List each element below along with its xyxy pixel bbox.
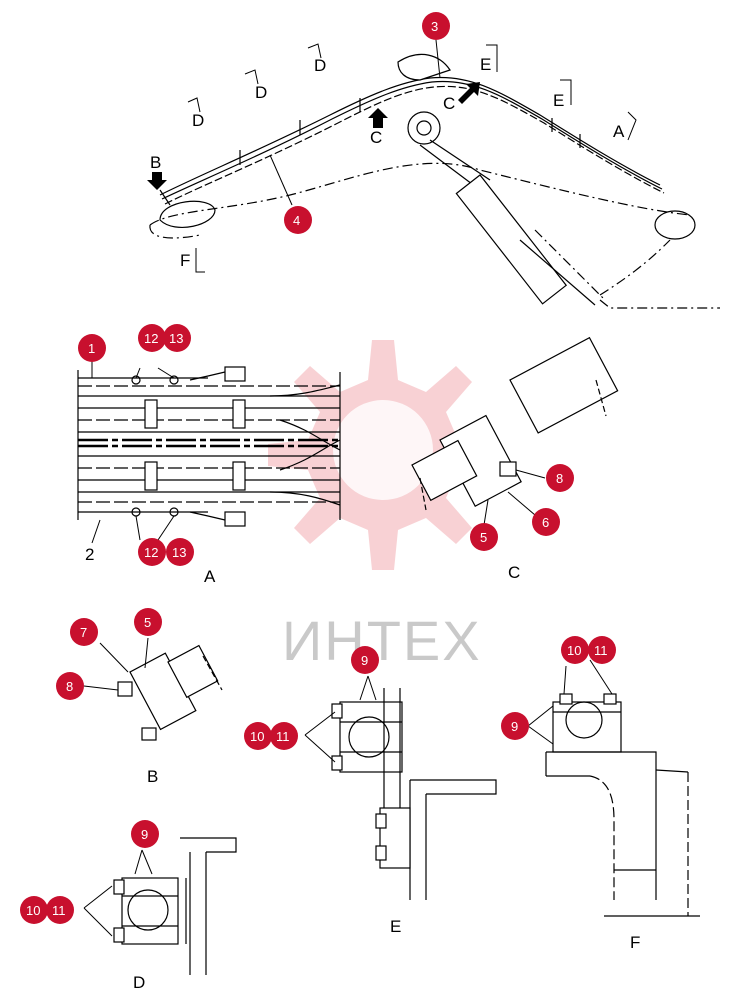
- svg-text:7: 7: [80, 625, 87, 640]
- view-b-drawing: [83, 637, 223, 741]
- callout-7: 7: [70, 618, 98, 646]
- callout-1: 1: [78, 334, 106, 362]
- svg-text:9: 9: [141, 827, 148, 842]
- svg-text:11: 11: [594, 643, 608, 658]
- callout-12-top: 12: [138, 324, 166, 352]
- section-marker-a: [627, 111, 637, 141]
- callout-12-bottom: 12: [138, 538, 166, 566]
- section-marker-d3: [307, 43, 322, 59]
- watermark-text: ИНТЕХ: [282, 609, 482, 672]
- section-label-e2: E: [553, 91, 564, 110]
- arrow-label-b: B: [150, 153, 161, 172]
- callout-5-b: 5: [134, 608, 162, 636]
- view-c-drawing: [411, 336, 619, 526]
- section-label-e1: E: [480, 55, 491, 74]
- callout-13-bottom: 13: [166, 538, 194, 566]
- view-label-b: B: [147, 767, 158, 786]
- callout-5-c: 5: [470, 523, 498, 551]
- view-arrow-c-right-icon: [458, 82, 480, 104]
- section-label-f: F: [180, 251, 190, 270]
- callout-8-c: 8: [546, 464, 574, 492]
- svg-text:13: 13: [172, 545, 186, 560]
- section-label-d3: D: [314, 56, 326, 75]
- view-d-drawing: [83, 837, 237, 975]
- part-label-2: 2: [85, 545, 94, 564]
- section-marker-d1: [187, 97, 201, 113]
- callout-6: 6: [532, 508, 560, 536]
- callout-9-d: 9: [131, 820, 159, 848]
- svg-text:5: 5: [144, 615, 151, 630]
- svg-text:9: 9: [511, 719, 518, 734]
- callout-3: 3: [422, 12, 450, 40]
- svg-text:13: 13: [169, 331, 183, 346]
- section-marker-e1: [486, 44, 498, 72]
- view-a-drawing: [77, 360, 341, 541]
- view-label-f: F: [630, 933, 640, 952]
- svg-text:10: 10: [250, 729, 264, 744]
- section-label-a: A: [613, 122, 625, 141]
- arrow-label-c-left: C: [370, 128, 382, 147]
- svg-text:8: 8: [66, 679, 73, 694]
- svg-text:5: 5: [480, 530, 487, 545]
- callout-9-e: 9: [351, 646, 379, 674]
- callout-10-f: 10: [561, 636, 589, 664]
- svg-text:11: 11: [52, 903, 66, 918]
- callout-10-e: 10: [244, 722, 272, 750]
- callout-11-e: 11: [270, 722, 298, 750]
- svg-text:8: 8: [556, 471, 563, 486]
- view-label-e: E: [390, 917, 401, 936]
- section-label-d2: D: [255, 83, 267, 102]
- svg-text:6: 6: [542, 515, 549, 530]
- svg-text:12: 12: [144, 331, 158, 346]
- view-label-c: C: [508, 563, 520, 582]
- callout-13-top: 13: [163, 324, 191, 352]
- callout-10-d: 10: [20, 896, 48, 924]
- section-label-d1: D: [192, 111, 204, 130]
- view-f-drawing: [527, 659, 700, 917]
- section-marker-f: [195, 248, 205, 273]
- svg-text:11: 11: [276, 729, 290, 744]
- callout-11-d: 11: [46, 896, 74, 924]
- view-arrow-c-left-icon: [368, 108, 388, 128]
- boom-assembly: [149, 39, 720, 309]
- view-label-d: D: [133, 973, 145, 992]
- view-e-drawing: [304, 675, 497, 900]
- view-arrow-b-icon: [147, 172, 167, 190]
- svg-text:10: 10: [26, 903, 40, 918]
- section-marker-e2: [560, 79, 572, 105]
- svg-text:12: 12: [144, 545, 158, 560]
- arrow-label-c-right: C: [443, 94, 455, 113]
- svg-text:10: 10: [567, 643, 581, 658]
- svg-text:4: 4: [293, 213, 300, 228]
- callout-9-f: 9: [501, 712, 529, 740]
- watermark-gear-hole: [333, 400, 433, 500]
- callout-4: 4: [284, 206, 312, 234]
- section-marker-d2: [244, 69, 259, 85]
- callout-8-b: 8: [56, 672, 84, 700]
- svg-text:3: 3: [431, 19, 438, 34]
- callout-11-f: 11: [588, 636, 616, 664]
- view-label-a: A: [204, 567, 216, 586]
- svg-text:1: 1: [88, 341, 95, 356]
- svg-text:9: 9: [361, 653, 368, 668]
